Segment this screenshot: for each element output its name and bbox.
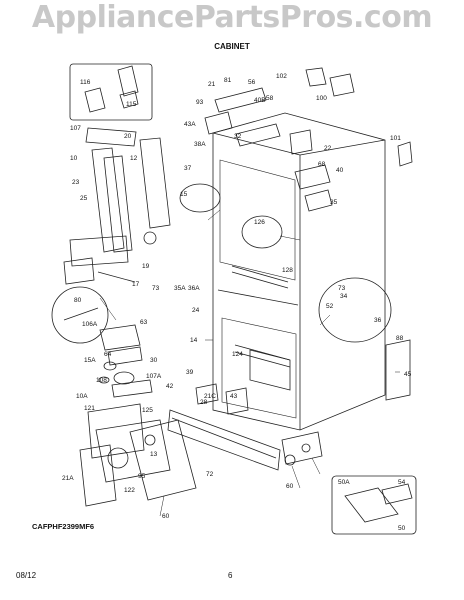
part-label: 28 — [200, 399, 208, 406]
part-label: 39 — [186, 369, 194, 376]
part-label: 116 — [80, 79, 91, 86]
part-label: 24 — [192, 307, 200, 314]
drawer-124 — [249, 349, 291, 391]
lower-left-panels — [79, 403, 197, 507]
footer-page-number: 6 — [228, 571, 233, 580]
part-label: 34 — [340, 293, 348, 300]
part-label: 88 — [396, 335, 404, 342]
control-parts — [98, 324, 153, 398]
part-label: 64 — [104, 351, 112, 358]
inset-box-top-parts — [84, 65, 139, 113]
part-label: 125 — [142, 407, 153, 414]
part-label: 38A — [194, 141, 206, 148]
kickplate — [167, 409, 281, 471]
part-label: 21 — [208, 81, 216, 88]
inset-box-bottom — [331, 475, 417, 535]
part-label: 80 — [74, 297, 82, 304]
part-label: 73 — [338, 285, 346, 292]
part-label: 17 — [132, 281, 140, 288]
section-title: CABINET — [214, 42, 250, 51]
part-label: 52 — [326, 303, 334, 310]
part-label: 32 — [234, 133, 242, 140]
part-label: 20 — [124, 133, 132, 140]
part-label: 12 — [130, 155, 138, 162]
cabinet-body — [212, 112, 386, 431]
part-label: 128 — [282, 267, 293, 274]
part-label: 25 — [80, 195, 88, 202]
part-label: 124 — [232, 351, 243, 358]
top-hinge-parts — [204, 67, 413, 212]
part-label: 63 — [140, 319, 148, 326]
part-label: 40B — [254, 97, 266, 104]
part-label: 10A — [76, 393, 88, 400]
footer-date: 08/12 — [16, 571, 37, 580]
part-label: 73 — [152, 285, 160, 292]
part-label: 22 — [324, 145, 332, 152]
part-label: 100 — [316, 95, 327, 102]
part-label: 106A — [82, 321, 98, 328]
part-label: 43A — [184, 121, 196, 128]
part-label: 13 — [150, 451, 158, 458]
part-label: 115 — [126, 101, 137, 108]
callout-circle-73 — [318, 277, 392, 343]
part-label: 45 — [404, 371, 412, 378]
part-label: 30 — [150, 357, 158, 364]
part-label: 121 — [84, 405, 95, 412]
part-label: 42 — [166, 383, 174, 390]
left-duct-assembly — [63, 127, 171, 285]
part-label: 95 — [138, 473, 146, 480]
part-label: 56 — [248, 79, 256, 86]
part-label: 50 — [398, 525, 406, 532]
part-label: 101 — [390, 135, 401, 142]
part-label: 58 — [266, 95, 274, 102]
part-label: 36A — [188, 285, 200, 292]
part-label: 102 — [276, 73, 287, 80]
diagram-code: CAFPHF2399MF6 — [32, 522, 95, 531]
part-label: 10 — [70, 155, 78, 162]
part-label: 36 — [374, 317, 382, 324]
side-panel-88 — [385, 339, 411, 401]
callout-circle-15 — [179, 183, 221, 213]
part-label: 93 — [196, 99, 204, 106]
part-label: 15 — [180, 191, 188, 198]
inset-box-top — [69, 63, 153, 121]
part-label: 107 — [70, 125, 81, 132]
part-label: 23 — [72, 179, 80, 186]
callout-circle-126 — [241, 215, 283, 249]
part-label: 122 — [124, 487, 135, 494]
part-label: 60 — [286, 483, 294, 490]
part-label: 35A — [174, 285, 186, 292]
part-label: 126 — [254, 219, 265, 226]
part-label: 21A — [62, 475, 74, 482]
part-label: 50A — [338, 479, 350, 486]
part-label: 54 — [398, 479, 406, 486]
part-label: 35 — [330, 199, 338, 206]
part-label: 68 — [318, 161, 326, 168]
part-label: 14 — [190, 337, 198, 344]
part-label: 40 — [336, 167, 344, 174]
part-label: 37 — [184, 165, 192, 172]
part-label: 108 — [96, 377, 107, 384]
part-label: 21C — [204, 393, 216, 400]
watermark: AppliancePartsPros.com — [31, 0, 433, 35]
part-label: 60 — [162, 513, 170, 520]
bottom-center-parts — [195, 383, 323, 466]
part-label: 107A — [146, 373, 162, 380]
part-label: 72 — [206, 471, 214, 478]
part-label: 19 — [142, 263, 150, 270]
part-label: 15A — [84, 357, 96, 364]
part-label: 81 — [224, 77, 232, 84]
inset-circle-80 — [51, 286, 109, 344]
part-label: 43 — [230, 393, 238, 400]
